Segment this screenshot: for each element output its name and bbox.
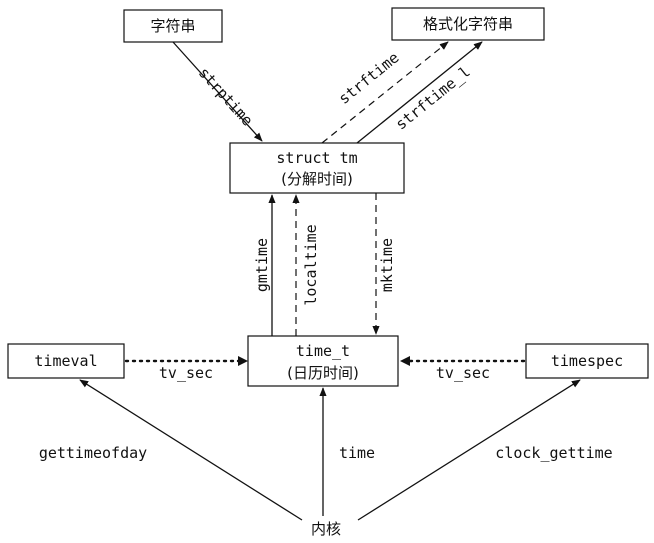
string-box-label: 字符串 <box>150 17 195 35</box>
strftime-arrow <box>321 41 449 144</box>
time-label: time <box>339 444 375 462</box>
timeval-box-label: timeval <box>34 352 97 370</box>
clock-gettime-label: clock_gettime <box>495 444 612 462</box>
struct-tm-title: struct tm <box>276 149 357 167</box>
time-t-subtitle: (日历时间) <box>287 364 359 382</box>
timespec-box: timespec <box>525 343 649 379</box>
formatted-string-box: 格式化字符串 <box>391 7 545 41</box>
string-box: 字符串 <box>123 9 223 43</box>
tv-sec-left-label: tv_sec <box>159 364 213 382</box>
strftime-l-arrow <box>356 41 483 144</box>
localtime-label: localtime <box>302 224 320 305</box>
gettimeofday-arrow <box>79 379 303 521</box>
gettimeofday-label: gettimeofday <box>39 444 147 462</box>
mktime-label: mktime <box>378 238 396 292</box>
tv-sec-left-arrowhead <box>238 356 248 366</box>
strptime-label: strptime <box>195 64 257 130</box>
timeval-box: timeval <box>7 343 125 379</box>
tv-sec-right-arrowhead <box>400 356 410 366</box>
time-t-box: time_t (日历时间) <box>247 335 399 387</box>
struct-tm-subtitle: (分解时间) <box>281 170 353 188</box>
strptime-arrow <box>172 41 263 142</box>
strftime-label: strftime <box>335 48 402 107</box>
timespec-box-label: timespec <box>551 352 623 370</box>
strftime-l-label: strftime_l <box>392 63 474 134</box>
time-t-title: time_t <box>296 342 350 360</box>
tv-sec-right-label: tv_sec <box>436 364 490 382</box>
kernel-label: 内核 <box>311 520 341 538</box>
formatted-string-box-label: 格式化字符串 <box>423 15 513 33</box>
struct-tm-box: struct tm (分解时间) <box>229 142 405 194</box>
gmtime-label: gmtime <box>253 238 271 292</box>
clock-gettime-arrow <box>357 379 581 521</box>
